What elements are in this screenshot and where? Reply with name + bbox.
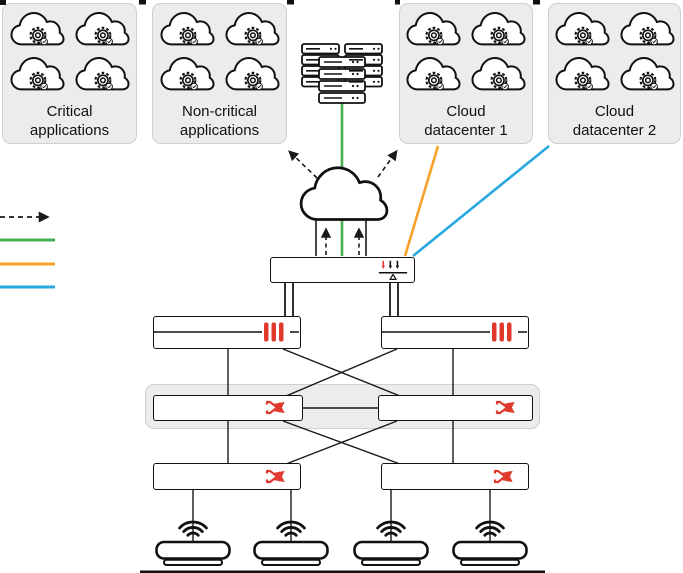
cloud-gear-icon (405, 10, 462, 54)
server-rack-icon (301, 43, 383, 104)
cloud-gear-icon (74, 10, 131, 54)
wireless-ap-icon (450, 506, 530, 566)
noncritical-apps-label: Non-critical applications (180, 102, 259, 140)
core-to-access-links (227, 420, 454, 465)
cloud-gear-icon (470, 55, 527, 99)
datacenter2-icons (554, 10, 676, 99)
cloud-gear-icon (74, 55, 131, 99)
cloud-gear-icon (554, 55, 611, 99)
datacenter1-icons (405, 10, 527, 99)
cloud-gear-icon (159, 55, 216, 99)
zone-critical-applications: Critical applications (2, 3, 137, 144)
datacenter2-label-line1: Cloud (594, 103, 635, 120)
critical-apps-icons (9, 10, 131, 99)
datacenter1-label: Cloud datacenter 1 (424, 102, 507, 140)
server-detail-dots (329, 47, 380, 100)
blue-link-dc2-to-edge (412, 144, 550, 258)
firewall-icon (154, 321, 299, 343)
datacenter1-label-line2: datacenter 1 (424, 122, 508, 139)
firewall-to-core-links (227, 348, 454, 397)
internet-cloud-icon (299, 166, 389, 221)
zone-noncritical-applications: Non-critical applications (152, 3, 287, 144)
crossed-arrows-switch-icon (495, 400, 519, 415)
access-switch-1 (153, 463, 301, 490)
load-balancer-icon (378, 260, 408, 280)
cloud-gear-icon (470, 10, 527, 54)
noncritical-apps-label-line2: applications (179, 122, 260, 139)
cloud-gear-icon (224, 10, 281, 54)
critical-apps-label-line1: Critical (46, 103, 93, 120)
datacenter2-label: Cloud datacenter 2 (573, 102, 656, 140)
edge-to-firewall-links (284, 283, 399, 316)
cropped-edge-marks (0, 0, 545, 573)
datacenter1-label-line1: Cloud (446, 103, 486, 120)
wireless-ap-icon (153, 506, 233, 566)
cloud-gear-icon (159, 10, 216, 54)
crossed-arrows-switch-icon (493, 469, 517, 484)
core-switch-1 (153, 395, 303, 421)
firewall-icon (382, 321, 527, 343)
crossed-arrows-switch-icon (265, 400, 289, 415)
crossed-arrows-switch-icon (265, 469, 289, 484)
datacenter2-label-line2: datacenter 2 (572, 122, 657, 139)
wan-edge-router (270, 257, 415, 283)
zone-cloud-datacenter-2: Cloud datacenter 2 (548, 3, 681, 144)
cloud-gear-icon (554, 10, 611, 54)
cloud-gear-icon (405, 55, 462, 99)
cloud-gear-icon (619, 55, 676, 99)
cloud-gear-icon (619, 10, 676, 54)
orange-link-dc1-to-edge (403, 145, 440, 257)
firewall-2 (381, 316, 529, 349)
cloud-gear-icon (9, 10, 66, 54)
core-switch-2 (378, 395, 533, 421)
cloud-gear-icon (224, 55, 281, 99)
wireless-ap-icon (351, 506, 431, 566)
cloud-gear-icon (9, 55, 66, 99)
noncritical-apps-label-line1: Non-critical (181, 103, 257, 120)
cloud-traffic-arrows (288, 149, 398, 256)
access-to-ap-links (192, 490, 491, 547)
server-detail-lines (306, 48, 363, 99)
critical-apps-label-line2: applications (29, 122, 110, 139)
firewall-1 (153, 316, 301, 349)
dashed-arrow-to-noncritical (288, 150, 318, 179)
critical-apps-label: Critical applications (30, 102, 109, 140)
wireless-ap-icon (251, 506, 331, 566)
access-switch-2 (381, 463, 529, 490)
dashed-arrow-to-dc1 (377, 149, 398, 178)
zone-cloud-datacenter-1: Cloud datacenter 1 (399, 3, 533, 144)
noncritical-apps-icons (159, 10, 281, 99)
legend (0, 211, 55, 289)
